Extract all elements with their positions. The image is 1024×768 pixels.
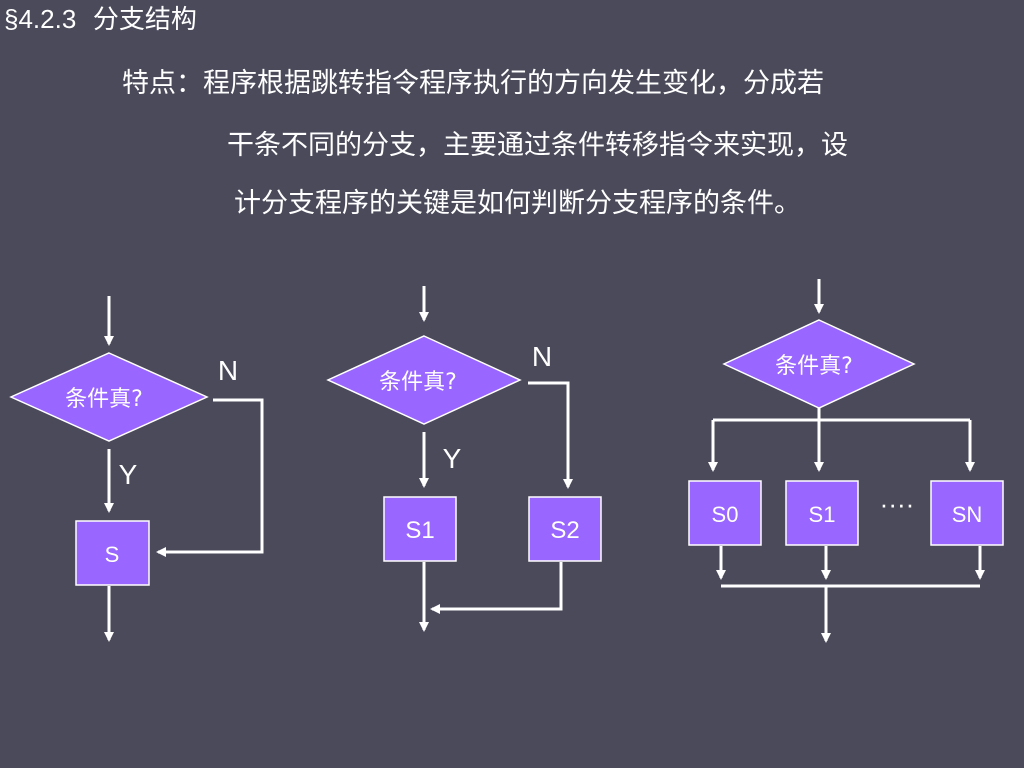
- section-mark: §: [4, 4, 19, 34]
- ellipsis-label: ····: [880, 489, 915, 519]
- process-box: [75, 520, 150, 586]
- condition-label: 条件真?: [379, 370, 457, 395]
- multi-branch-diagram: 条件真? S0 S1 ···· SN: [688, 279, 1004, 643]
- condition-label: 条件真?: [65, 387, 143, 412]
- process-label-1: S1: [809, 502, 836, 527]
- process-label-1: S1: [405, 517, 434, 544]
- process-box-1: [383, 496, 457, 562]
- no-path: [528, 381, 573, 489]
- process-box-2: [528, 496, 602, 562]
- yes-label: Y: [119, 459, 138, 490]
- process-label-0: S0: [712, 502, 739, 527]
- paragraph-line-3: 计分支程序的关键是如何判断分支程序的条件。: [234, 188, 801, 219]
- process-label: S: [105, 542, 120, 567]
- single-branch-diagram: 条件真? N Y S: [9, 296, 264, 642]
- section-title: 分支结构: [92, 5, 197, 35]
- paragraph-line-2: 干条不同的分支，主要通过条件转移指令来实现，设: [227, 130, 848, 161]
- merge-path: [430, 562, 563, 614]
- process-box-0: [688, 480, 762, 546]
- condition-diamond: [326, 335, 522, 425]
- paragraph-line-1: 特点：程序根据跳转指令程序执行的方向发生变化，分成若: [122, 68, 824, 99]
- no-path: [156, 398, 264, 557]
- process-label-n: SN: [952, 502, 983, 527]
- process-label-2: S2: [550, 517, 579, 544]
- yes-label: Y: [443, 443, 462, 474]
- process-box-1: [785, 480, 859, 546]
- double-branch-diagram: 条件真? N Y S1 S2: [326, 286, 602, 632]
- process-box-n: [930, 480, 1004, 546]
- section-number: 4.2.3: [18, 4, 77, 34]
- no-label: N: [532, 341, 552, 372]
- condition-diamond: [9, 352, 209, 442]
- no-label: N: [218, 355, 238, 386]
- condition-label: 条件真?: [775, 354, 853, 379]
- section-heading: §4.2.3 分支结构: [4, 2, 197, 37]
